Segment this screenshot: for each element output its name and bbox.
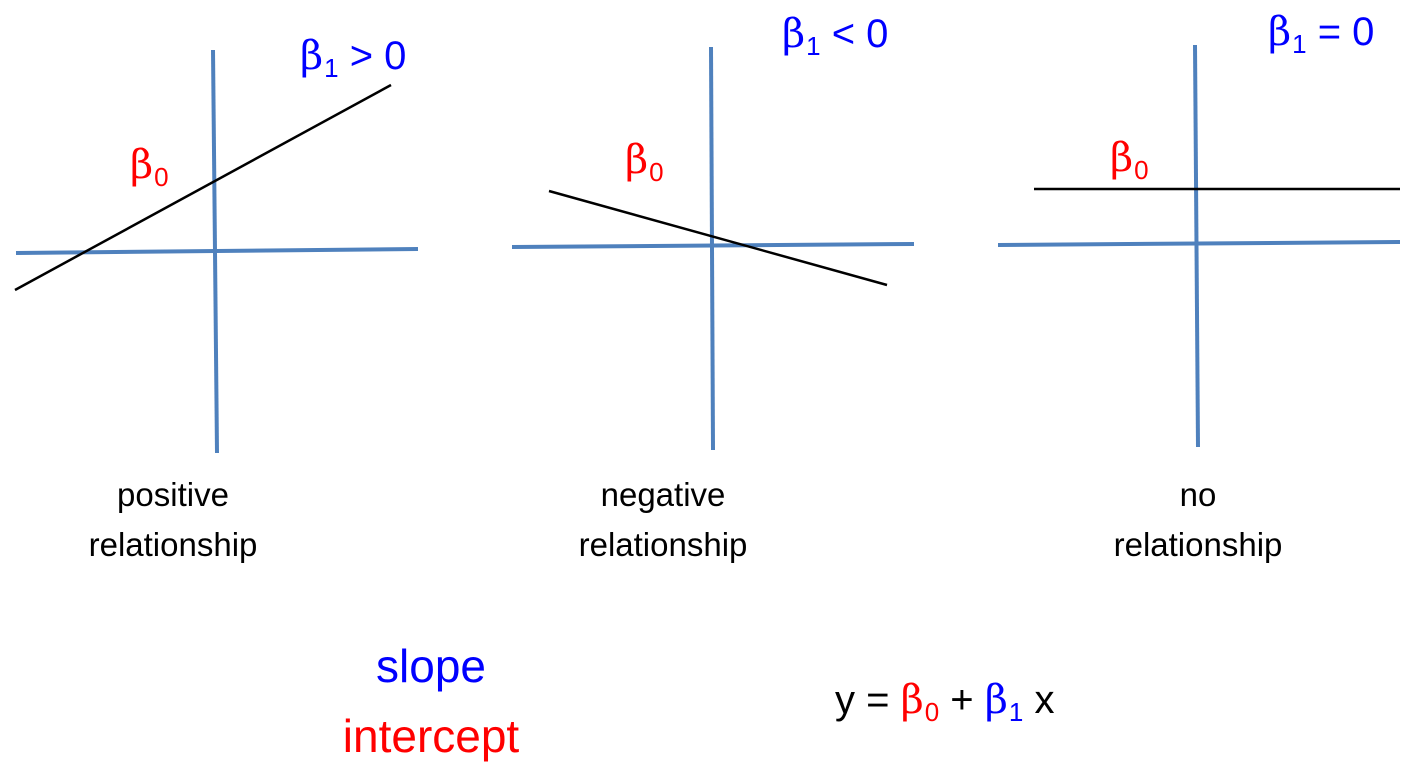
legend-intercept: intercept	[342, 710, 520, 762]
equation-x: x	[1023, 678, 1055, 722]
regression-line	[548, 189, 888, 287]
panel-negative	[511, 46, 915, 451]
caption-line-2: relationship	[88, 526, 258, 563]
caption-line-1: negative	[600, 476, 726, 513]
caption-line-1: positive	[117, 476, 229, 513]
caption-positive: positive relationship	[23, 470, 323, 570]
beta-symbol: β	[130, 142, 154, 188]
caption-negative: negative relationship	[513, 470, 813, 570]
y-axis	[709, 46, 715, 451]
beta-subscript: 0	[1134, 155, 1149, 185]
intercept-label-none: β0	[1110, 135, 1149, 183]
beta-symbol: β	[900, 677, 924, 723]
regression-line	[14, 83, 392, 292]
slope-label-negative: β1 < 0	[782, 11, 889, 59]
panel-none	[997, 44, 1401, 448]
legend-slope: slope	[376, 640, 486, 692]
beta-symbol: β	[1268, 9, 1292, 55]
slope-relation: < 0	[820, 12, 889, 56]
regression-equation: y = β0 + β1 x	[835, 677, 1055, 725]
beta-subscript: 1	[1008, 697, 1024, 727]
x-axis	[15, 247, 419, 255]
panel-positive	[14, 49, 419, 454]
beta-symbol: β	[1110, 135, 1134, 181]
equation-lhs: y =	[835, 678, 901, 722]
beta-subscript: 0	[154, 162, 169, 192]
caption-line-2: relationship	[578, 526, 748, 563]
beta-subscript: 1	[1292, 29, 1307, 59]
x-axis	[997, 240, 1401, 247]
beta-subscript: 1	[806, 31, 821, 61]
beta-subscript: 1	[324, 53, 339, 83]
beta-symbol: β	[782, 11, 806, 57]
y-axis	[1193, 44, 1200, 448]
beta-subscript: 0	[924, 697, 940, 727]
beta-subscript: 0	[649, 157, 664, 187]
beta-symbol: β	[300, 33, 324, 79]
caption-line-2: relationship	[1113, 526, 1283, 563]
beta-symbol: β	[984, 677, 1008, 723]
slope-relation: > 0	[338, 34, 407, 78]
equation-plus: +	[939, 678, 985, 722]
caption-line-1: no	[1179, 476, 1217, 513]
slope-label-none: β1 = 0	[1268, 9, 1375, 57]
x-axis	[511, 242, 915, 249]
slope-label-positive: β1 > 0	[300, 33, 407, 81]
beta-symbol: β	[625, 137, 649, 183]
caption-none: no relationship	[1048, 470, 1348, 570]
intercept-label-positive: β0	[130, 142, 169, 190]
intercept-label-negative: β0	[625, 137, 664, 185]
slope-relation: = 0	[1306, 10, 1375, 54]
